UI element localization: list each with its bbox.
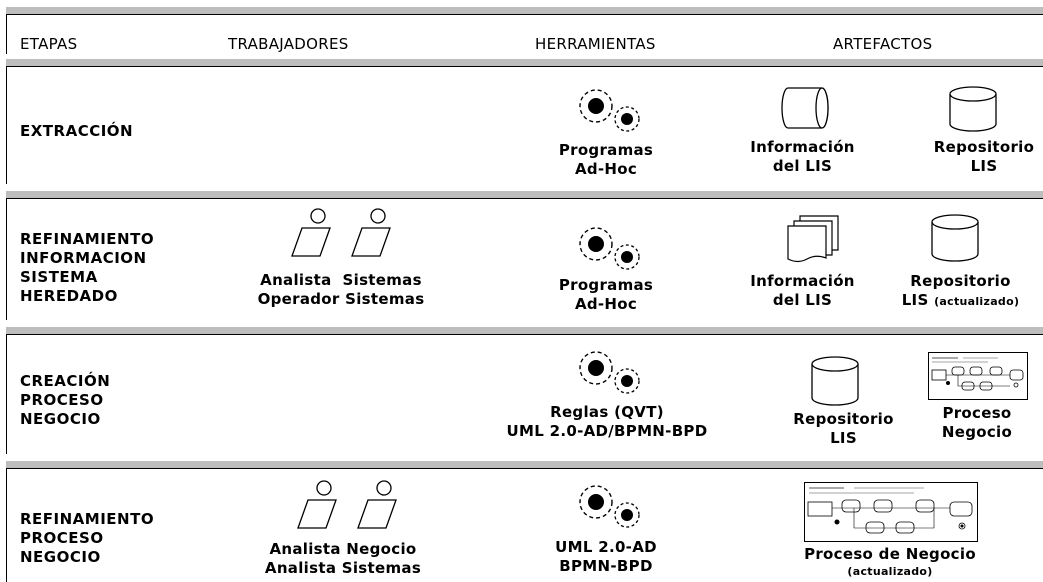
artifact-line: LIS (actualizado) [878, 291, 1043, 311]
row-extraccion [6, 59, 1043, 184]
tool-line: Ad-Hoc [574, 295, 638, 313]
stage-label: REFINAMIENTO PROCESO NEGOCIO [20, 510, 154, 567]
artifact-line: del LIS [772, 157, 833, 175]
row-creacion-proceso [6, 327, 1043, 454]
stage-line: REFINAMIENTO [20, 230, 155, 248]
tool-label: UML 2.0-AD BPMN-BPD [537, 538, 675, 576]
tool-line: Ad-Hoc [574, 160, 638, 178]
stage-label: EXTRACCIÓN [20, 122, 134, 140]
artifact-line: Repositorio [793, 410, 894, 428]
worker-label: Analista Sistemas Operador Sistemas [236, 271, 446, 309]
artifact-line: Proceso [942, 404, 1012, 422]
artifact-line: Repositorio [910, 272, 1011, 290]
process-diagram-thumbnail [928, 352, 1028, 400]
worker-line: Analista Sistemas [260, 271, 422, 289]
header-band: ETAPAS TRABAJADORES HERRAMIENTAS ARTEFAC… [6, 7, 1043, 54]
stage-label: CREACIÓN PROCESO NEGOCIO [20, 372, 110, 429]
tool-line: UML 2.0-AD [555, 538, 657, 556]
database-icon [811, 356, 859, 406]
artifact-line-main: LIS [901, 291, 929, 309]
gears-icon [579, 227, 640, 270]
stage-line: INFORMACION [20, 249, 147, 267]
tool-label: Reglas (QVT) UML 2.0-AD/BPMN-BPD [496, 403, 718, 441]
gears-icon [579, 485, 640, 528]
worker-icon [291, 208, 331, 257]
stage-line: PROCESO [20, 391, 104, 409]
artifact-line: LIS [970, 157, 998, 175]
database-icon [931, 214, 979, 262]
database-icon [949, 86, 997, 132]
artifact-label: Información del LIS [735, 272, 870, 310]
header-herramientas: HERRAMIENTAS [535, 35, 656, 53]
artifact-line: Información [750, 272, 855, 290]
artifact-label: Repositorio LIS (actualizado) [878, 272, 1043, 311]
tool-line: Reglas (QVT) [550, 403, 664, 421]
tool-line: Programas [558, 276, 654, 294]
header-trabajadores: TRABAJADORES [228, 35, 349, 53]
header-artefactos: ARTEFACTOS [833, 35, 933, 53]
row-refinamiento-proceso [6, 461, 1043, 582]
worker-icon [357, 480, 397, 529]
artifact-line: Negocio [941, 423, 1013, 441]
worker-icon [297, 480, 337, 529]
multiple-documents-icon [787, 215, 839, 263]
artifact-suffix: (actualizado) [934, 295, 1020, 308]
worker-label: Analista Negocio Analista Sistemas [238, 540, 448, 578]
stage-line: NEGOCIO [20, 548, 101, 566]
artifact-line: del LIS [772, 291, 833, 309]
worker-line: Analista Negocio [269, 540, 417, 558]
artifact-label: Proceso Negocio [912, 404, 1042, 442]
artifact-line: Información [750, 138, 855, 156]
stage-label: REFINAMIENTO INFORMACION SISTEMA HEREDAD… [20, 230, 154, 306]
worker-line: Analista Sistemas [264, 559, 422, 577]
stage-line: NEGOCIO [20, 410, 101, 428]
stage-line: REFINAMIENTO [20, 510, 155, 528]
tool-line: Programas [558, 141, 654, 159]
artifact-line: LIS [830, 429, 857, 447]
stage-line: CREACIÓN [20, 372, 111, 390]
tool-label: Programas Ad-Hoc [537, 141, 675, 179]
stage-line: HEREDADO [20, 287, 118, 305]
artifact-label: Proceso de Negocio (actualizado) [780, 545, 1000, 579]
stage-line: SISTEMA [20, 268, 98, 286]
artifact-line: Proceso de Negocio [804, 545, 976, 563]
artifact-suffix: (actualizado) [847, 565, 933, 578]
artifact-label: Repositorio LIS [925, 138, 1043, 176]
tool-line: UML 2.0-AD/BPMN-BPD [506, 422, 708, 440]
artifact-line: Repositorio [933, 138, 1035, 156]
gears-icon [579, 351, 640, 394]
cylinder-horizontal-icon [781, 87, 829, 129]
row-refinamiento-informacion [6, 191, 1043, 320]
header-etapas: ETAPAS [20, 35, 78, 53]
artifact-label: Repositorio LIS [776, 410, 911, 448]
tool-label: Programas Ad-Hoc [537, 276, 675, 314]
gears-icon [579, 89, 640, 132]
worker-icon [351, 208, 391, 257]
process-diagram-thumbnail [804, 482, 978, 542]
artifact-label: Información del LIS [735, 138, 870, 176]
worker-line: Operador Sistemas [257, 290, 425, 308]
stage-line: PROCESO [20, 529, 104, 547]
tool-line: BPMN-BPD [559, 557, 653, 575]
